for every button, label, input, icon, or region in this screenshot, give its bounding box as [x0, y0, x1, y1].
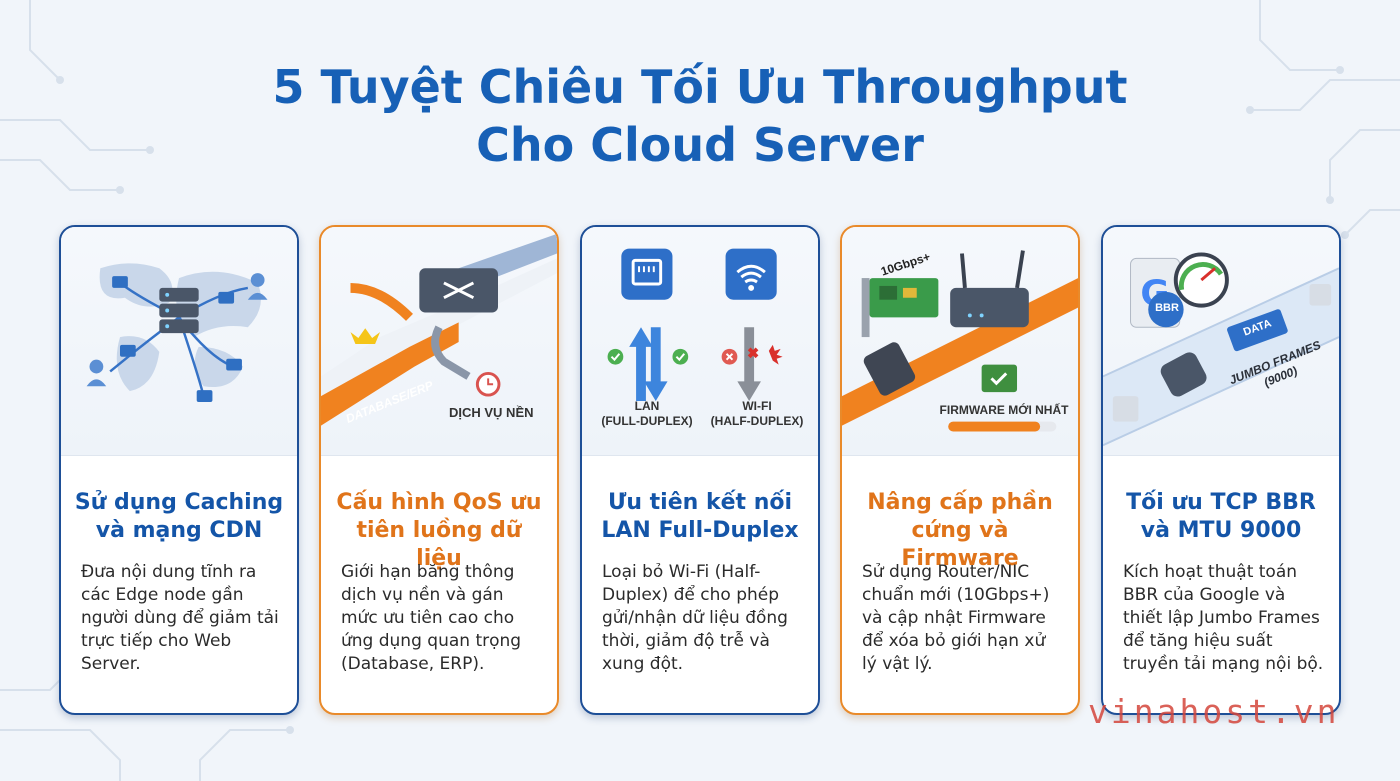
card-caching-cdn: Sử dụng Caching và mạng CDN Đưa nội dung… — [59, 225, 299, 715]
card-description: Sử dụng Router/NIC chuẩn mới (10Gbps+) v… — [862, 562, 1050, 674]
card-divider — [582, 455, 818, 456]
wifi-label-mode: (HALF-DUPLEX) — [710, 414, 804, 428]
firmware-progress-fill — [948, 421, 1041, 432]
card-tcp-bbr: G BBR DATA JUMBO FRAMES (9000) Tối ưu TC… — [1101, 225, 1341, 715]
card-divider — [842, 455, 1078, 456]
card-title: Cấu hình QoS ưu tiên luồng dữ liệu — [336, 490, 542, 571]
cdn-network-icon — [61, 227, 297, 455]
wifi-label: WI-FI (HALF-DUPLEX) — [702, 399, 812, 429]
card-title: Ưu tiên kết nối LAN Full-Duplex — [601, 490, 799, 543]
brand-logo: vinahost.vn — [1088, 692, 1340, 731]
lan-label-mode: (FULL-DUPLEX) — [601, 414, 693, 428]
page-title: 5 Tuyệt Chiêu Tối Ưu Throughput Cho Clou… — [0, 58, 1400, 174]
card-divider — [61, 455, 297, 456]
lan-label-name: LAN — [634, 399, 660, 413]
wifi-label-name: WI-FI — [742, 399, 772, 413]
card-hardware-firmware: 10Gbps+ FIRMWARE MỚI NHẤT Nâng cấp phần … — [840, 225, 1080, 715]
card-title: Tối ưu TCP BBR và MTU 9000 — [1126, 490, 1316, 543]
label-background-service: DỊCH VỤ NỀN — [449, 405, 534, 420]
label-firmware: FIRMWARE MỚI NHẤT — [939, 403, 1069, 417]
card-title: Nâng cấp phần cứng và Firmware — [867, 490, 1053, 571]
card-divider — [321, 455, 557, 456]
lan-label: LAN (FULL-DUPLEX) — [592, 399, 702, 429]
hardware-upgrade-icon — [842, 227, 1078, 455]
card-divider — [1103, 455, 1339, 456]
card-lan-full-duplex: LAN (FULL-DUPLEX) WI-FI (HALF-DUPLEX) Ưu… — [580, 225, 820, 715]
card-description: Kích hoạt thuật toán BBR của Google và t… — [1123, 562, 1324, 674]
title-line-1: 5 Tuyệt Chiêu Tối Ưu Throughput — [272, 60, 1128, 114]
qos-router-icon — [321, 227, 557, 455]
card-qos: DATABASE/ERP DỊCH VỤ NỀN Cấu hình QoS ưu… — [319, 225, 559, 715]
card-description: Đưa nội dung tĩnh ra các Edge node gần n… — [81, 562, 279, 674]
card-title: Sử dụng Caching và mạng CDN — [74, 490, 284, 543]
title-line-2: Cho Cloud Server — [476, 118, 924, 172]
card-description: Giới hạn băng thông dịch vụ nền và gán m… — [341, 562, 522, 674]
card-description: Loại bỏ Wi-Fi (Half-Duplex) để cho phép … — [602, 562, 788, 674]
lan-vs-wifi-icon — [582, 227, 818, 455]
label-bbr: BBR — [1155, 302, 1179, 314]
tcp-bbr-icon: G — [1103, 227, 1339, 455]
